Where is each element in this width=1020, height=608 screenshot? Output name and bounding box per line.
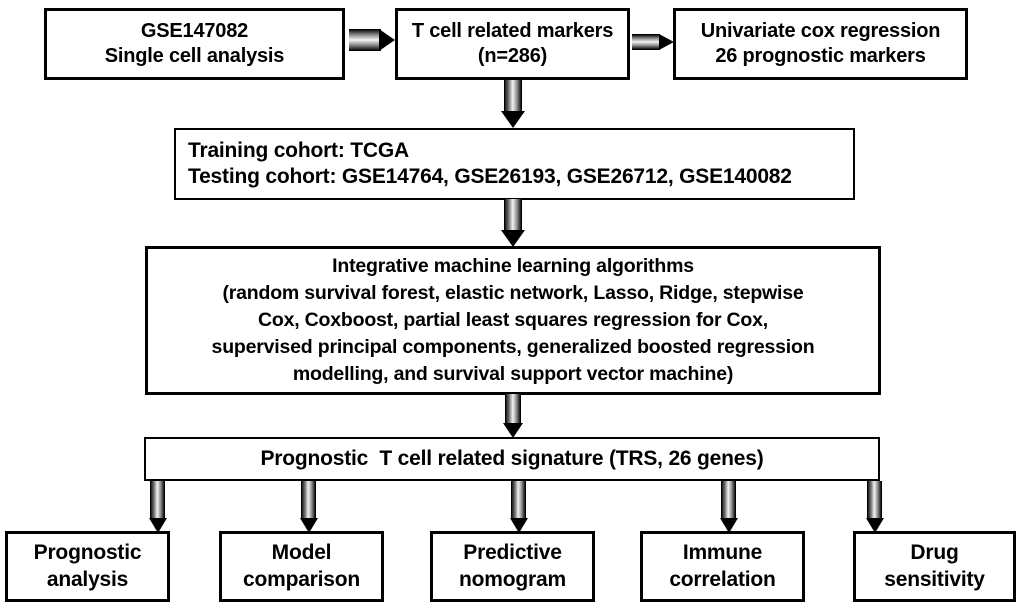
arrow-shaft [511,481,526,518]
node-algorithms-line-2: (random survival forest, elastic network… [222,282,804,305]
arrow-head-icon [501,230,525,247]
arrow-shaft [301,481,316,518]
node-output-line-2: correlation [669,567,776,591]
arrow-shaft [632,34,660,50]
arrow-shaft [867,481,882,518]
arrow-markers-to-univariate [632,34,674,50]
node-univariate-line-1: Univariate cox regression [700,20,941,42]
arrow-signature-to-output-2 [509,481,528,533]
arrow-signature-to-output-3 [719,481,738,533]
arrow-head-icon [865,518,884,533]
arrow-shaft [721,481,736,518]
node-output-line-2: sensitivity [884,567,985,591]
arrow-head-icon [379,29,395,51]
arrow-algorithms-to-signature [503,394,523,438]
node-algorithms: Integrative machine learning algorithms … [145,246,881,395]
arrow-head-icon [509,518,528,533]
node-algorithms-line-1: Integrative machine learning algorithms [332,255,694,278]
node-univariate-line-2: 26 prognostic markers [715,45,926,67]
node-output-drug-sensitivity: Drug sensitivity [853,531,1016,602]
arrow-signature-to-output-1 [299,481,318,533]
node-output-line-2: analysis [46,567,129,591]
arrow-head-icon [299,518,318,533]
arrow-dataset-to-markers [349,29,395,51]
node-output-line-1: Immune [682,541,763,565]
arrow-head-icon [501,111,525,128]
arrow-head-icon [503,423,523,438]
arrow-shaft [150,481,165,518]
arrow-head-icon [148,518,167,533]
node-cohorts: Training cohort: TCGA Testing cohort: GS… [174,128,855,200]
node-output-predictive-nomogram: Predictive nomogram [430,531,595,602]
node-cohorts-line-1: Training cohort: TCGA [188,138,409,162]
node-output-line-2: nomogram [459,567,566,591]
node-cohorts-line-2: Testing cohort: GSE14764, GSE26193, GSE2… [188,165,792,188]
arrow-head-icon [719,518,738,533]
node-algorithms-line-5: modelling, and survival support vector m… [292,362,734,385]
node-output-line-1: Drug [910,541,959,565]
arrow-signature-to-output-4 [865,481,884,533]
node-output-immune-correlation: Immune correlation [640,531,805,602]
arrow-shaft [504,80,522,113]
node-univariate: Univariate cox regression 26 prognostic … [673,8,968,80]
node-output-line-1: Model [271,541,332,565]
node-markers: T cell related markers (n=286) [395,8,630,80]
node-dataset: GSE147082 Single cell analysis [44,8,345,80]
arrow-shaft [349,29,381,51]
arrow-markers-to-cohorts [501,80,525,128]
node-markers-line-2: (n=286) [477,45,548,67]
node-output-line-1: Prognostic [33,541,142,565]
node-output-prognostic-analysis: Prognostic analysis [5,531,170,602]
node-dataset-line-1: GSE147082 [140,20,249,42]
node-output-line-1: Predictive [463,541,562,565]
arrow-cohorts-to-algorithms [501,199,525,247]
arrow-head-icon [659,34,674,50]
arrow-shaft [504,199,522,232]
node-algorithms-line-4: supervised principal components, general… [211,335,815,358]
arrow-signature-to-output-0 [148,481,167,533]
node-output-model-comparison: Model comparison [219,531,384,602]
node-signature: Prognostic T cell related signature (TRS… [144,437,880,481]
arrow-shaft [505,394,521,425]
node-signature-line-1: Prognostic T cell related signature (TRS… [260,446,764,470]
node-algorithms-line-3: Cox, Coxboost, partial least squares reg… [257,309,769,332]
node-dataset-line-2: Single cell analysis [104,45,285,67]
node-output-line-2: comparison [242,567,361,591]
node-markers-line-1: T cell related markers [411,20,614,42]
